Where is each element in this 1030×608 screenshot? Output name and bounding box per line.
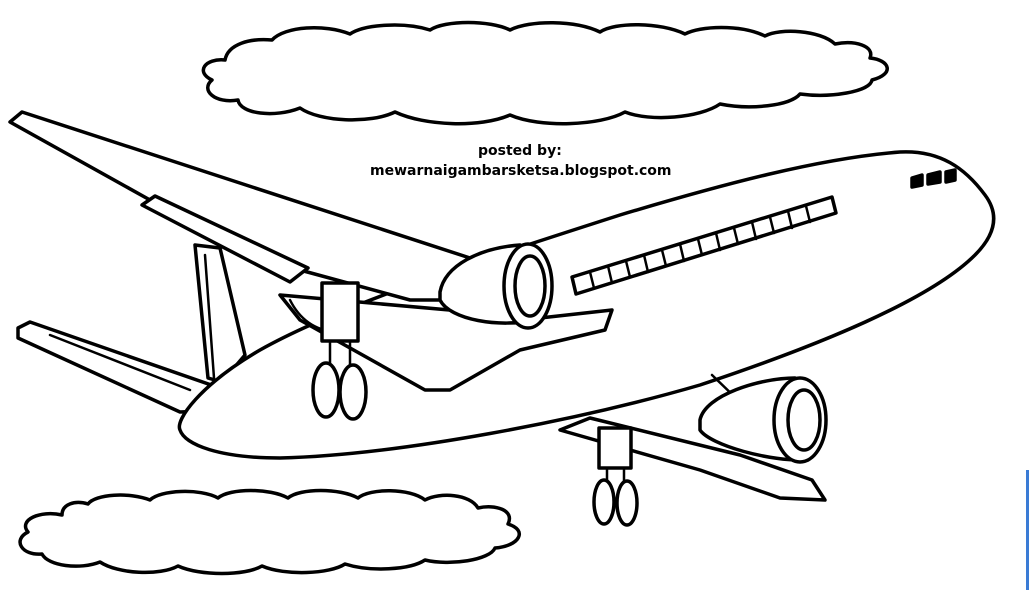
cockpit-window-3 <box>944 168 957 184</box>
landing-gear-main-left-bay <box>320 281 360 343</box>
credit-blog-url: mewarnaigambarsketsa.blogspot.com <box>370 163 672 179</box>
cockpit-window-1 <box>910 173 924 189</box>
credit-posted-by: posted by: <box>478 143 562 159</box>
cloud-bottom <box>18 488 521 576</box>
landing-gear-main-left-wheel-2 <box>338 363 368 421</box>
landing-gear-main-right-wheel-2 <box>615 479 639 527</box>
cockpit-window-2 <box>926 170 942 186</box>
cloud-top <box>201 20 889 126</box>
landing-gear-main-left-wheel-1 <box>311 361 341 419</box>
landing-gear-main-right-bay <box>597 426 633 470</box>
landing-gear-main-right-wheel-1 <box>592 478 616 526</box>
stabilizer-detail <box>48 333 192 392</box>
passenger-window-dividers <box>588 204 812 290</box>
tail-fin-detail <box>203 253 216 380</box>
engine-lower-intake-inner <box>786 388 822 452</box>
wing-upper-flap <box>140 194 310 284</box>
engine-upper-intake-inner <box>513 254 547 318</box>
wing-upper <box>8 110 502 302</box>
edge-mark <box>1026 470 1029 590</box>
tail-fin <box>193 243 247 384</box>
